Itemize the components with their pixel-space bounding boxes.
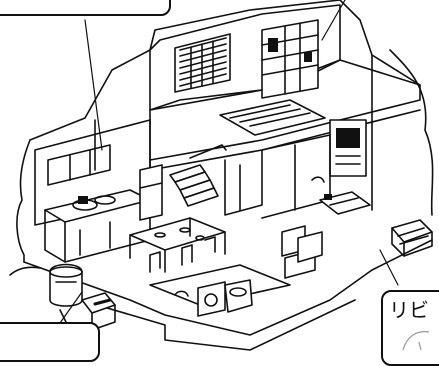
window-back-wall (175, 34, 230, 92)
callout-box-bottom-right: リビ (381, 290, 439, 366)
storage-boxes-outside (50, 265, 115, 331)
house-cutaway-illustration (0, 0, 439, 356)
callout-text-bottom-right: リビ (389, 294, 429, 323)
callout-box-top-left (0, 0, 171, 16)
upstairs-tv-cabinet (330, 120, 366, 176)
upstairs-bed (220, 100, 325, 135)
callout-bottom-right-sketch (399, 322, 439, 356)
callout-leader-top-left (85, 20, 102, 150)
callout-leader-bottom-right (380, 250, 398, 285)
lower-room (150, 265, 290, 316)
dining-table (130, 218, 225, 272)
callout-box-bottom-left (0, 322, 100, 362)
upstairs-bookshelf (262, 20, 318, 98)
